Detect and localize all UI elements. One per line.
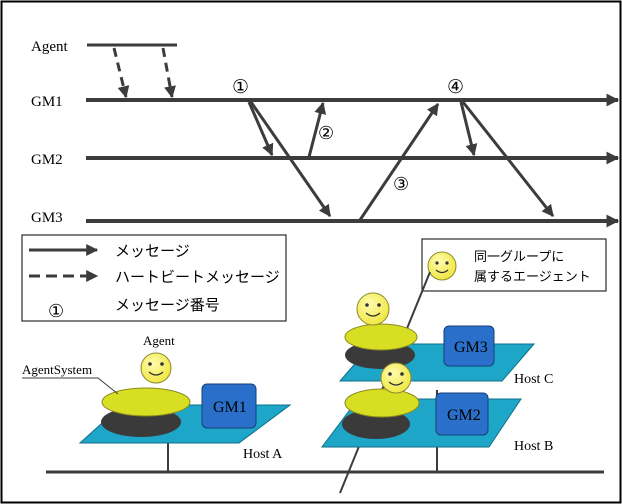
host-agent-label: Agent xyxy=(143,333,175,348)
message-arrow-1a xyxy=(247,101,274,157)
host-b-disc-top xyxy=(344,388,420,418)
timeline: Agent GM1 GM2 GM3 ① ② ③ ④ xyxy=(31,39,620,228)
host-b-gm-label: GM2 xyxy=(447,407,481,424)
legend-number-label: メッセージ番号 xyxy=(115,296,220,314)
step-4-marker: ④ xyxy=(447,76,464,98)
group-legend-line1: 同一グループに xyxy=(474,250,564,265)
legend: メッセージ ハートビートメッセージ ① メッセージ番号 xyxy=(21,234,287,322)
message-arrow-1b xyxy=(249,101,332,217)
host-a-label: Host A xyxy=(243,447,283,462)
heartbeat-arrow-2 xyxy=(161,47,176,99)
group-legend-line2: 属するエージェント xyxy=(474,270,591,285)
host-a-gm-box: GM1 xyxy=(201,383,257,429)
step-2-marker: ② xyxy=(318,123,334,144)
step-3-marker: ③ xyxy=(393,174,409,195)
host-b-label: Host B xyxy=(514,439,553,454)
message-arrow-4b xyxy=(461,101,555,217)
host-a-smiley-icon xyxy=(140,352,172,384)
host-a: Host A GM1 Agent AgentSystem xyxy=(22,333,292,462)
host-diagram: Host C GM3 Host B GM2 xyxy=(22,271,604,494)
host-a-gm-label: GM1 xyxy=(213,399,247,416)
gm1-label: GM1 xyxy=(31,94,63,110)
agentsystem-label: AgentSystem xyxy=(22,362,92,377)
message-arrow-4a xyxy=(459,101,478,157)
smiley-icon xyxy=(427,251,457,281)
gm2-label: GM2 xyxy=(31,152,63,168)
legend-message-label: メッセージ xyxy=(115,242,190,260)
host-b-gm-box: GM2 xyxy=(435,392,489,436)
host-a-disc-top xyxy=(101,387,191,417)
legend-heartbeat-label: ハートビートメッセージ xyxy=(115,268,280,286)
agentsystem-leader-line xyxy=(22,377,119,395)
host-b-smiley-icon xyxy=(380,362,412,394)
host-c-label: Host C xyxy=(514,372,553,387)
host-c-gm-label: GM3 xyxy=(454,339,488,356)
legend-number-symbol: ① xyxy=(48,301,64,322)
heartbeat-arrow-1 xyxy=(112,47,130,99)
host-c-disc-top xyxy=(344,323,418,351)
gm3-label: GM3 xyxy=(31,210,63,226)
host-c-gm-box: GM3 xyxy=(443,325,495,367)
message-arrow-2 xyxy=(307,101,327,158)
step-1-marker: ① xyxy=(232,76,249,98)
host-b: Host B GM2 xyxy=(321,362,553,454)
group-legend: 同一グループに 属するエージェント xyxy=(421,238,607,292)
timeline-agent-label: Agent xyxy=(31,39,68,55)
message-arrow-3 xyxy=(358,103,440,221)
host-c-smiley-icon xyxy=(356,292,390,326)
